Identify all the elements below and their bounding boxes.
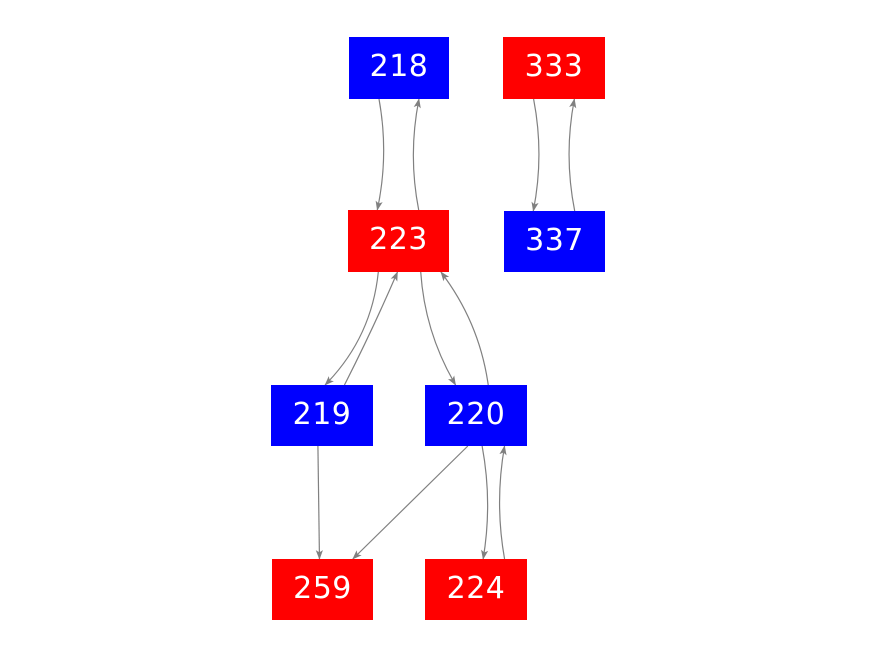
graph-node-220[interactable]: 220 (425, 385, 527, 446)
graph-node-label: 223 (369, 222, 428, 257)
graph-edge-220-to-224 (481, 445, 489, 560)
graph-node-label: 219 (292, 396, 352, 432)
graph-node-223[interactable]: 223 (348, 210, 449, 272)
graph-edge-220-to-223 (440, 271, 489, 386)
graph-node-337[interactable]: 337 (504, 211, 605, 272)
graph-node-label: 220 (446, 396, 506, 432)
graph-edge-333-to-337 (531, 98, 540, 212)
graph-node-333[interactable]: 333 (503, 37, 605, 99)
graph-node-259[interactable]: 259 (272, 559, 373, 620)
graph-node-label: 337 (525, 222, 584, 258)
graph-edge-223-to-219 (324, 271, 379, 386)
graph-node-218[interactable]: 218 (349, 37, 449, 99)
graph-edge-219-to-223 (343, 271, 399, 386)
graph-node-224[interactable]: 224 (425, 559, 527, 620)
graph-edge-224-to-220 (499, 445, 507, 560)
graph-node-label: 259 (293, 570, 352, 606)
graph-edge-337-to-333 (568, 98, 577, 212)
graph-edge-223-to-218 (412, 98, 421, 211)
graph-edge-220-to-259 (352, 445, 469, 560)
graph-edge-218-to-223 (375, 98, 385, 211)
graph-node-label: 218 (369, 49, 429, 84)
graph-node-label: 333 (524, 49, 584, 84)
graph-edge-223-to-220 (420, 271, 457, 386)
graph-edge-219-to-259 (315, 445, 323, 560)
graph-node-label: 224 (446, 570, 506, 606)
graph-node-219[interactable]: 219 (271, 385, 373, 446)
